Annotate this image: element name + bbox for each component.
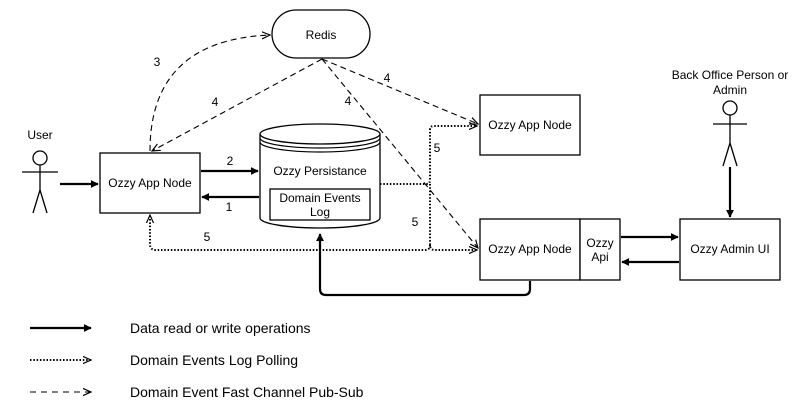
persistence-database[interactable]: Ozzy Persistance Domain Events Log [259, 123, 381, 229]
edge-redis-to-top-right [321, 58, 478, 124]
back-office-actor-icon [713, 100, 747, 167]
edge-label-4-bottom-right: 4 [345, 94, 352, 108]
redis-node[interactable]: Redis [271, 9, 371, 59]
admin-ui-label: Ozzy Admin UI [690, 242, 769, 256]
edge-poll-left [150, 215, 431, 251]
redis-label: Redis [306, 28, 337, 42]
user-actor-icon [22, 150, 58, 214]
domain-events-log-line2: Log [310, 205, 330, 219]
edge-redis-to-bottom-right [321, 58, 478, 248]
edge-redis-to-left [152, 58, 323, 151]
app-node-left-label: Ozzy App Node [108, 176, 192, 190]
edge-label-5-top-right: 5 [434, 141, 441, 155]
edge-poll-bottom-right [429, 184, 477, 250]
domain-events-log-line1: Domain Events [279, 191, 360, 205]
app-node-top-right-label: Ozzy App Node [488, 118, 572, 132]
edge-label-1: 1 [226, 200, 233, 214]
app-node-left[interactable]: Ozzy App Node [99, 152, 201, 214]
ozzy-api-label-line1: Ozzy [586, 236, 613, 250]
admin-ui-node[interactable]: Ozzy Admin UI [679, 218, 781, 281]
legend-dotted-label: Domain Events Log Polling [130, 352, 298, 368]
dashed-edges [149, 35, 478, 248]
persistence-label: Ozzy Persistance [273, 164, 367, 178]
ozzy-api-label-line2: Api [591, 250, 608, 264]
user-label: User [27, 128, 52, 142]
app-node-bottom-right[interactable]: Ozzy App Node [479, 218, 581, 281]
legend: Data read or write operations Domain Eve… [30, 320, 364, 400]
back-office-label-line1: Back Office Person or [672, 68, 789, 82]
dotted-edges [150, 126, 477, 250]
solid-edges [60, 167, 734, 297]
edge-left-subscribe-redis [149, 35, 270, 152]
edge-label-5-left: 5 [204, 230, 211, 244]
app-node-top-right[interactable]: Ozzy App Node [479, 94, 581, 156]
legend-dashed-label: Domain Event Fast Channel Pub-Sub [130, 384, 364, 400]
edge-poll-top-right [380, 126, 477, 185]
edge-label-4-top-right: 4 [384, 71, 391, 85]
edge-app-bottom-right-to-persistence [316, 233, 532, 297]
domain-events-log-box [269, 188, 371, 221]
edge-label-5-bottom-right: 5 [412, 215, 419, 229]
edge-label-3: 3 [154, 55, 161, 69]
ozzy-api-node[interactable]: Ozzy Api [579, 218, 621, 281]
app-node-bottom-right-label: Ozzy App Node [488, 242, 572, 256]
legend-solid-label: Data read or write operations [130, 320, 311, 336]
back-office-label-line2: Admin [713, 83, 747, 97]
edge-label-4-left: 4 [212, 95, 219, 109]
edge-label-2: 2 [227, 154, 234, 168]
